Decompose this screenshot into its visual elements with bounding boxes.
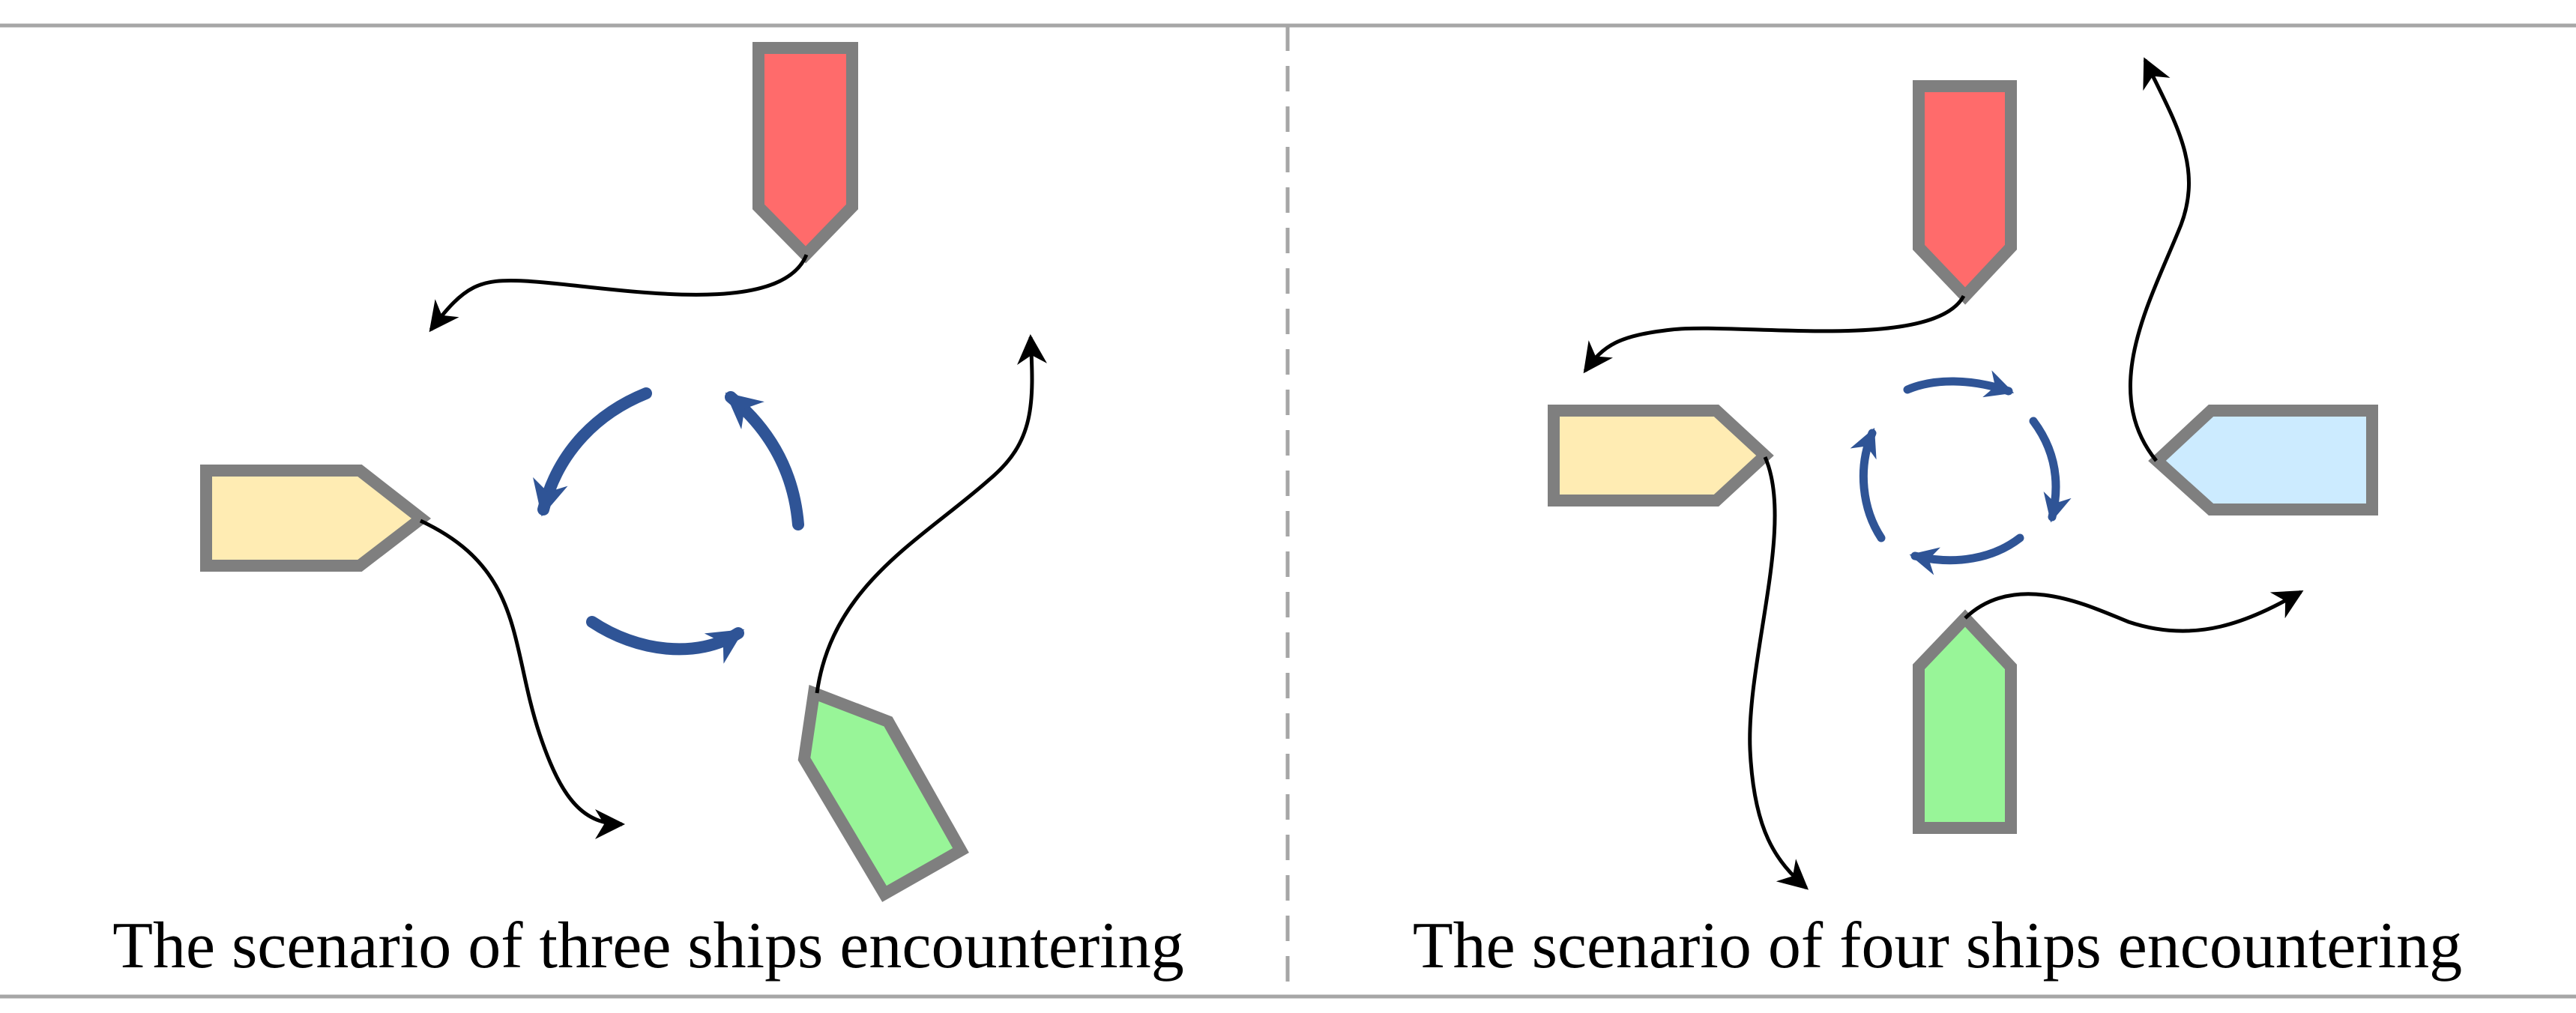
path-red	[429, 254, 809, 333]
path-blue	[2129, 57, 2191, 462]
rotation-arrow-bottom	[586, 616, 745, 664]
ship-red	[1913, 80, 2017, 305]
rotation-arrow-left	[1850, 428, 1886, 542]
panel-three-ships	[200, 42, 1047, 902]
path-green	[815, 334, 1047, 694]
rotation-arrow-top	[725, 391, 804, 530]
ship-green	[797, 684, 969, 902]
rotation-arrow-right	[2029, 417, 2072, 523]
ship-yellow	[1548, 405, 1774, 506]
ship-yellow	[200, 465, 432, 572]
caption-four-ships: The scenario of four ships encountering	[1412, 910, 2463, 982]
ship-blue	[2148, 405, 2378, 515]
ship-green	[1913, 609, 2017, 834]
caption-three-ships: The scenario of three ships encountering	[112, 910, 1184, 982]
path-yellow	[1748, 456, 1809, 890]
rotation-arrow-left	[533, 387, 652, 517]
rotation-arrow-bottom	[1909, 533, 2024, 575]
path-red	[1583, 294, 1966, 374]
path-green	[1964, 590, 2304, 633]
ship-red	[752, 42, 858, 264]
panel-four-ships	[1548, 57, 2378, 890]
path-yellow	[419, 518, 625, 839]
rotation-arrow-top	[1903, 370, 2015, 398]
